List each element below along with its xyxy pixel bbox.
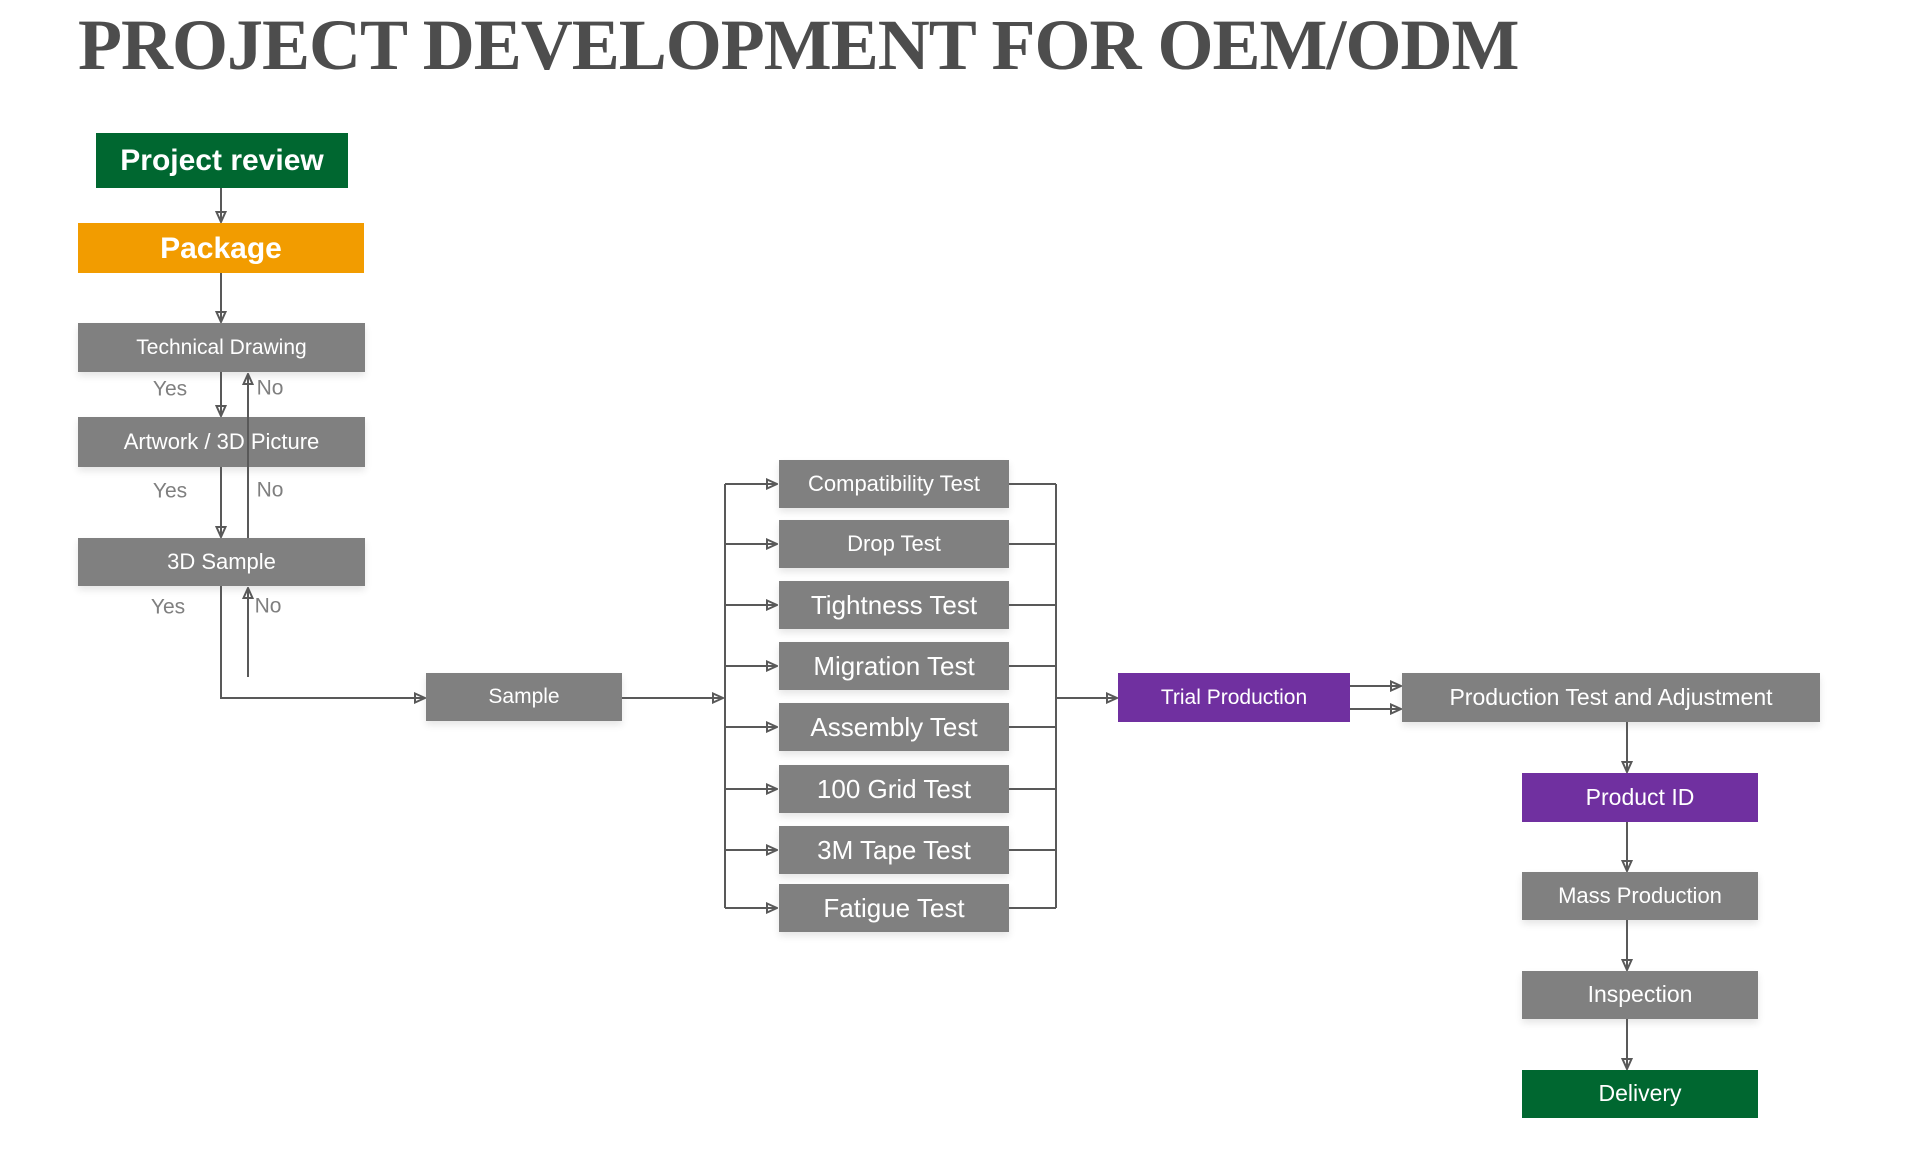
node-sample: Sample bbox=[426, 673, 622, 721]
node-migration-test: Migration Test bbox=[779, 642, 1009, 690]
node-project-review: Project review bbox=[96, 133, 348, 188]
node-100-grid-test: 100 Grid Test bbox=[779, 765, 1009, 813]
test-fanout-left bbox=[724, 484, 776, 908]
node-artwork-3d-picture: Artwork / 3D Picture bbox=[78, 417, 365, 467]
arrow-3d-sample-yes-to-sample bbox=[220, 586, 424, 698]
decision-label-yes-3: Yes bbox=[150, 595, 186, 619]
node-3m-tape-test: 3M Tape Test bbox=[779, 826, 1009, 874]
node-package: Package bbox=[78, 223, 364, 273]
decision-label-no-3: No bbox=[254, 594, 282, 618]
node-mass-production: Mass Production bbox=[1522, 872, 1758, 920]
page-title: PROJECT DEVELOPMENT FOR OEM/ODM bbox=[78, 5, 1519, 85]
node-product-id: Product ID bbox=[1522, 773, 1758, 822]
node-fatigue-test: Fatigue Test bbox=[779, 884, 1009, 932]
node-drop-test: Drop Test bbox=[779, 520, 1009, 568]
node-inspection: Inspection bbox=[1522, 971, 1758, 1019]
node-tightness-test: Tightness Test bbox=[779, 581, 1009, 629]
node-assembly-test: Assembly Test bbox=[779, 703, 1009, 751]
node-technical-drawing: Technical Drawing bbox=[78, 323, 365, 372]
decision-label-no-1: No bbox=[256, 376, 284, 400]
node-trial-production: Trial Production bbox=[1118, 673, 1350, 722]
node-production-test-adjustment: Production Test and Adjustment bbox=[1402, 673, 1820, 722]
decision-label-yes-2: Yes bbox=[152, 479, 188, 503]
node-delivery: Delivery bbox=[1522, 1070, 1758, 1118]
decision-label-no-2: No bbox=[256, 478, 284, 502]
decision-label-yes-1: Yes bbox=[152, 377, 188, 401]
test-fanin-right bbox=[1009, 483, 1057, 909]
node-3d-sample: 3D Sample bbox=[78, 538, 365, 586]
node-compatibility-test: Compatibility Test bbox=[779, 460, 1009, 508]
